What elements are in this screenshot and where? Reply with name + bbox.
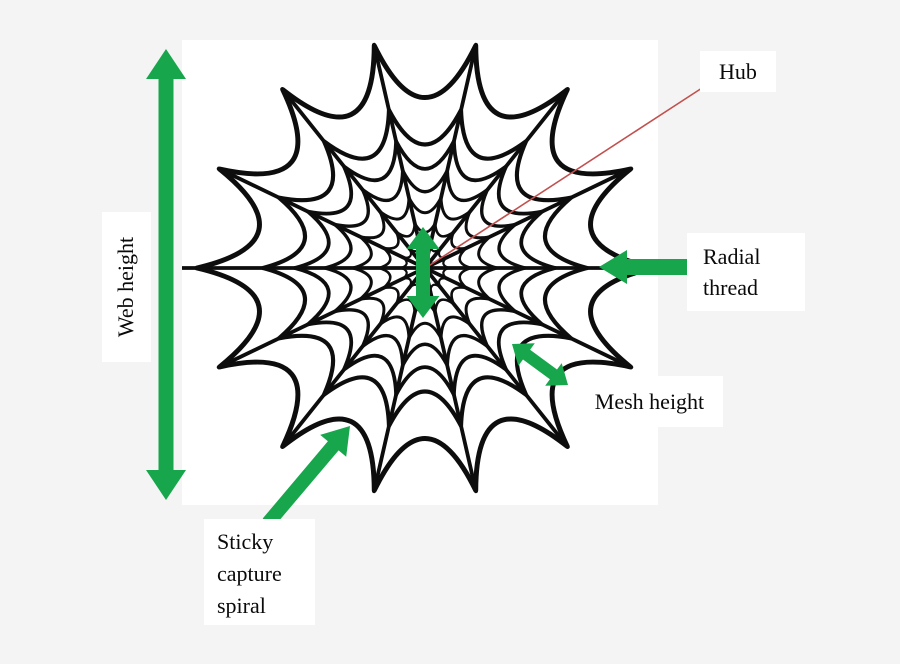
radial-thread-line	[216, 267, 425, 370]
radial-thread-line	[280, 268, 426, 449]
web-height-label: Web height	[102, 212, 151, 362]
radial-thread-line	[216, 166, 425, 269]
spider-web-image-panel	[182, 40, 658, 505]
radial-thread-label-text: Radial thread	[703, 244, 761, 300]
sticky-capture-spiral-label-text: Sticky capture spiral	[217, 529, 282, 618]
radial-thread-line	[280, 87, 426, 268]
sticky-capture-spiral-label: Sticky capture spiral	[204, 519, 315, 625]
radial-thread-label: Radial thread	[687, 233, 805, 311]
hub-point	[420, 263, 430, 273]
web-height-arrow	[146, 49, 186, 500]
hub-label-text: Hub	[719, 58, 757, 84]
radial-thread-line	[424, 268, 570, 449]
spider-web-drawing	[182, 42, 658, 494]
hub-label: Hub	[700, 51, 776, 92]
mesh-height-label-text: Mesh height	[594, 388, 705, 414]
radial-thread-line	[425, 267, 634, 370]
mesh-height-label: Mesh height	[576, 376, 723, 427]
web-height-label-text: Web height	[113, 236, 139, 338]
